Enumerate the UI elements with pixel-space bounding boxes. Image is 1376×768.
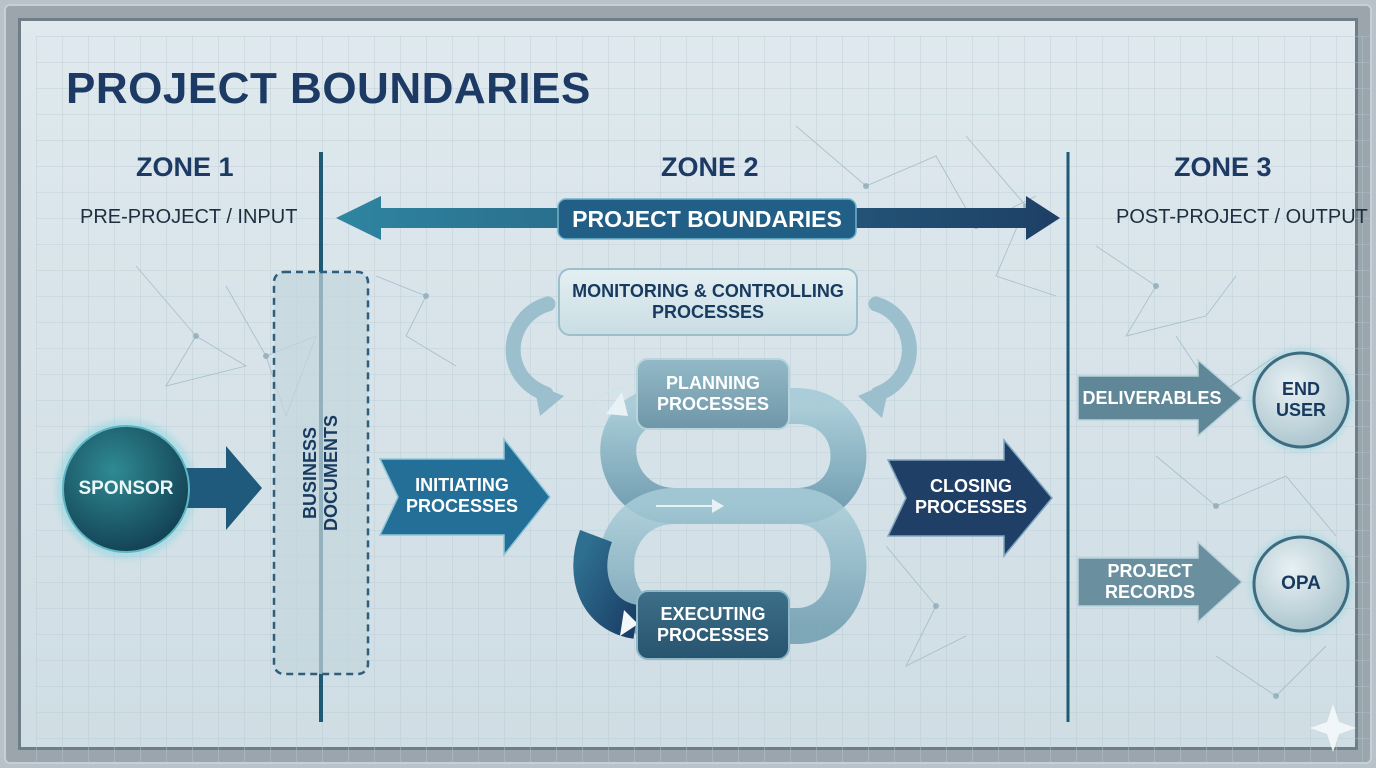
monitoring-loop-right [868,296,917,402]
deliverables-label: DELIVERABLES [1082,387,1222,408]
monitoring-loop-right-head [858,382,890,418]
end-user-label: END USER [1254,353,1348,447]
planning-processes-box: PLANNING PROCESSES [636,358,790,430]
opa-label: OPA [1281,573,1321,595]
monitoring-line-2: PROCESSES [651,302,765,322]
closing-arrow [886,437,1053,559]
monitoring-line-1: MONITORING & CONTROLLING [572,281,844,302]
initiating-line-2: PROCESSES [405,496,519,516]
business-documents-box [272,270,370,676]
project-records-line-2: RECORDS [1104,582,1195,602]
planning-line-1: PLANNING [666,373,760,394]
monitoring-loop-left-head [534,384,564,416]
zone-1-title: ZONE 1 [136,152,234,182]
sparkle-icon [1310,704,1356,752]
diagram-board: PROJECT BOUNDARIES ZONE 1 PRE-PROJECT / … [36,36,1376,768]
end-user-line-1: END [1281,379,1320,400]
closing-line-1: CLOSING [929,476,1012,497]
deliverables-arrow [1077,358,1244,438]
planning-line-2: PROCESSES [656,394,770,414]
executing-line-2: PROCESSES [656,625,770,645]
main-title: PROJECT BOUNDARIES [66,64,591,113]
monitoring-loop-left [505,296,556,402]
closing-label: CLOSING PROCESSES [908,469,1034,525]
board-frame: PROJECT BOUNDARIES ZONE 1 PRE-PROJECT / … [6,6,1376,768]
zone-2-title: ZONE 2 [661,152,759,182]
initiating-arrow [378,436,551,558]
project-records-label: PROJECT RECORDS [1082,556,1218,608]
loop-center-arrowhead [712,499,724,513]
boundary-label: PROJECT BOUNDARIES [572,205,842,232]
zone-3-title: ZONE 3 [1174,152,1272,182]
loop-highlight [586,387,627,457]
sponsor-arrow [176,446,262,530]
executing-processes-box: EXECUTING PROCESSES [636,590,790,660]
executing-loop-arrowhead [620,610,638,636]
opa-circle [1252,535,1350,633]
boundary-label-box [557,198,857,240]
end-user-line-2: USER [1275,400,1326,420]
business-documents-label: BUSINESS DOCUMENTS [300,415,341,531]
sponsor-label: SPONSOR [78,478,174,500]
initiating-label: INITIATING PROCESSES [400,468,524,524]
end-user-circle [1252,351,1350,449]
closing-line-2: PROCESSES [914,497,1028,517]
executing-line-1: EXECUTING [660,604,766,625]
sponsor-circle [62,425,190,553]
project-records-line-1: PROJECT [1107,561,1193,582]
project-records-arrow [1077,540,1244,624]
initiating-line-1: INITIATING [415,475,509,496]
planning-loop-arrowhead [606,392,628,416]
monitoring-controlling-box: MONITORING & CONTROLLING PROCESSES [558,268,858,336]
executing-loop-band [598,488,867,644]
zone-3-subtitle: POST-PROJECT / OUTPUT [1116,206,1368,228]
zone-1-subtitle: PRE-PROJECT / INPUT [80,206,298,228]
